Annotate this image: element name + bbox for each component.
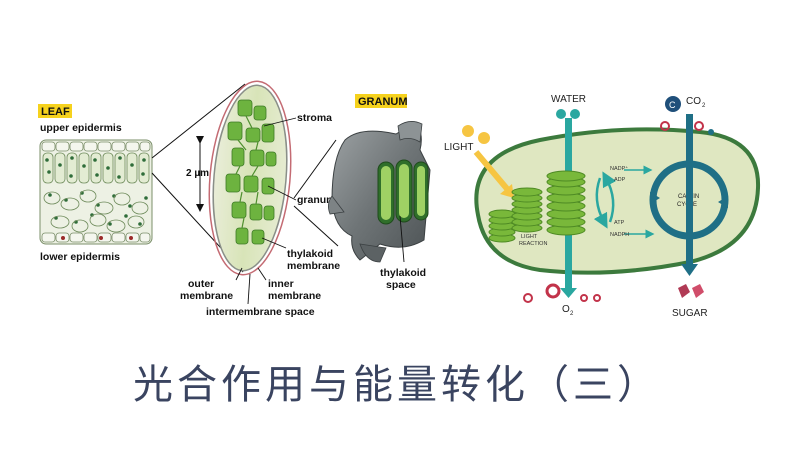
sugar-icon	[678, 284, 704, 298]
energy-cycle	[593, 165, 655, 239]
carbon-dot-icon	[708, 129, 714, 135]
light-reaction-label-2: REACTION	[519, 241, 547, 247]
water-drop-icon-1	[556, 109, 566, 119]
carbon-atom-icon	[665, 96, 681, 112]
light-label: LIGHT	[444, 142, 473, 153]
water-label: WATER	[551, 94, 586, 105]
thylakoid-discs	[377, 159, 429, 225]
leaf-section: LEAF upper epidermis	[38, 104, 153, 263]
chloroplast-dots	[45, 156, 148, 226]
scale-label: 2 µm	[186, 168, 209, 179]
sun-icon-2	[478, 132, 490, 144]
palisade-cells	[42, 152, 150, 184]
lower-epidermis-label: lower epidermis	[40, 251, 120, 263]
atp-label: ATP	[614, 220, 625, 226]
upper-epidermis-label: upper epidermis	[40, 122, 122, 134]
carbon-atom-letter: C	[669, 100, 676, 110]
stroma-label: stroma	[297, 112, 332, 124]
chloroplast	[208, 80, 292, 276]
light-arrowhead	[500, 184, 514, 198]
o2-icon-2	[545, 283, 561, 299]
sun-icon-1	[462, 125, 474, 137]
thylakoid-space-leader	[399, 215, 405, 263]
granum-detail: GRANUM thylakoid space	[328, 94, 431, 291]
calvin-arrowhead-left	[650, 192, 660, 204]
light-reaction-stacks	[488, 170, 586, 243]
leaf-heading: LEAF	[41, 106, 70, 118]
sugar-arrowhead	[681, 264, 698, 276]
co2-label: CO	[686, 96, 701, 107]
calvin-arrowhead-right	[718, 196, 728, 208]
outer-membrane-label-1: outer	[188, 278, 214, 290]
co2-channel	[686, 114, 693, 266]
intermembrane-space-label: intermembrane space	[206, 306, 315, 318]
granum-label: granum	[297, 194, 336, 206]
water-arrowhead	[560, 288, 577, 298]
grana-stacks	[225, 99, 277, 245]
thylakoid-space-label-1: thylakoid	[380, 267, 426, 279]
outer-membrane	[208, 80, 292, 276]
o2-subscript: 2	[570, 311, 574, 317]
scale-bar: 2 µm	[186, 136, 209, 212]
light-reaction-label-1: LIGHT	[521, 234, 538, 240]
leaf-heading-bg	[38, 104, 72, 118]
lower-epidermis-cells	[41, 232, 151, 243]
zoom-lines-granum	[293, 139, 339, 247]
o2-icon-4	[593, 294, 601, 302]
o2-icon-1	[523, 293, 533, 303]
oxygen-icon-2	[694, 121, 704, 131]
red-pigment-dots	[61, 236, 133, 240]
o2-label: O	[562, 304, 570, 315]
oxygen-icon-1	[660, 121, 670, 131]
granum-heading-bg	[355, 94, 407, 108]
light-arrow	[473, 150, 511, 192]
stroma-lamellae	[235, 115, 259, 229]
co2-subscript: 2	[702, 103, 706, 109]
inner-membrane-label-1: inner	[268, 278, 294, 290]
granum-heading: GRANUM	[358, 96, 408, 108]
spongy-cells	[43, 189, 149, 233]
thylakoid-membrane-label-2: membrane	[287, 260, 340, 272]
photosynthesis-diagram: LIGHT WATER LIGHT REACT	[444, 94, 761, 319]
leaf-tissue	[39, 139, 153, 245]
slide-title: 光合作用与能量转化（三）	[133, 362, 661, 408]
adp-label: ADP	[614, 177, 626, 183]
inner-membrane-label-2: membrane	[268, 290, 321, 302]
upper-epidermis-cells	[41, 141, 151, 152]
thylakoid-membrane-label-1: thylakoid	[287, 248, 333, 260]
o2-icon-3	[580, 294, 588, 302]
water-drop-icon-2	[570, 109, 580, 119]
nadp-label: NADP⁺	[610, 165, 628, 172]
chloroplast-leaders	[235, 117, 297, 305]
outer-membrane-label-2: membrane	[180, 290, 233, 302]
sugar-label: SUGAR	[672, 308, 708, 319]
thylakoid-space-label-2: space	[386, 279, 416, 291]
nadph-label: NADPH	[610, 232, 629, 238]
